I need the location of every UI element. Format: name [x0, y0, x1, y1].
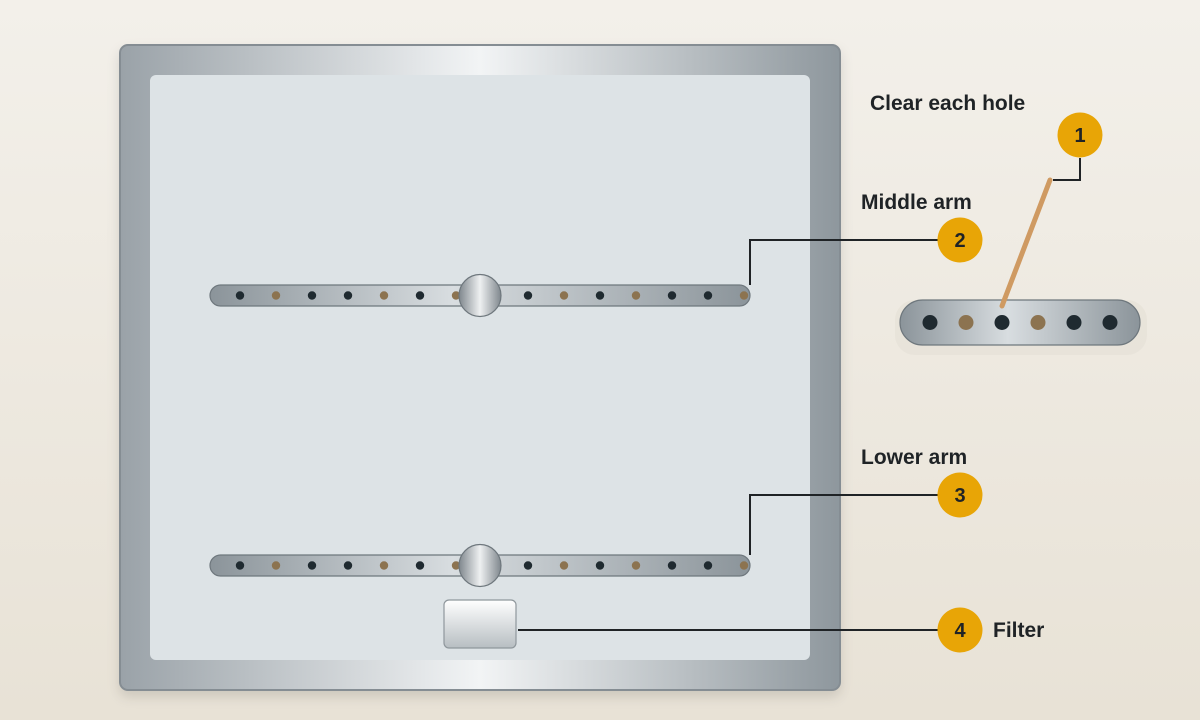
clogged-hole: [451, 561, 461, 570]
spray-hole: [523, 561, 533, 570]
spray-hole: [235, 561, 245, 570]
spray-hole: [523, 291, 533, 300]
spray-hole: [994, 315, 1010, 330]
spray-hole: [343, 291, 353, 300]
lower-spray-arm[interactable]: [209, 543, 751, 588]
spray-hole: [307, 561, 317, 570]
callout-badge-2: 2: [937, 217, 983, 263]
middle-arm-holes: [235, 291, 749, 300]
clogged-hole: [559, 291, 569, 300]
clogged-hole: [631, 561, 641, 570]
clogged-hole: [958, 315, 974, 330]
spray-hole: [1066, 315, 1082, 330]
clogged-hole: [271, 291, 281, 300]
spray-hole: [1102, 315, 1118, 330]
detail-arm-segment: [899, 299, 1141, 346]
spray-hole: [667, 561, 677, 570]
spray-hole: [415, 561, 425, 570]
leader-line-3: [749, 494, 938, 555]
callout-badge-3: 3: [937, 472, 983, 518]
detail-hole-tool: [895, 177, 1147, 355]
spray-hole: [703, 291, 713, 300]
callout-badge-1: 1: [1057, 112, 1103, 158]
leader-line-1: [1053, 158, 1081, 181]
spray-hole: [667, 291, 677, 300]
leader-line-2: [749, 239, 938, 285]
callout-label-2: Middle arm: [861, 191, 972, 214]
spray-hole: [415, 291, 425, 300]
spray-hole: [343, 561, 353, 570]
middle-arm-hub: [458, 273, 502, 318]
callout-label-1: Clear each hole: [870, 92, 1025, 115]
callout-label-3: Lower arm: [861, 446, 967, 469]
detail-arm-holes: [922, 315, 1118, 330]
clogged-hole: [271, 561, 281, 570]
clogged-hole: [451, 291, 461, 300]
clogged-hole: [1030, 315, 1046, 330]
clogged-hole: [631, 291, 641, 300]
svg-text:4: 4: [954, 620, 966, 642]
svg-text:2: 2: [954, 230, 965, 252]
clogged-hole: [379, 561, 389, 570]
cleaning-pick-icon: [999, 177, 1053, 309]
clogged-hole: [739, 561, 749, 570]
callout-badge-4: 4: [937, 607, 983, 653]
callout-label-4: Filter: [993, 619, 1044, 642]
clogged-hole: [559, 561, 569, 570]
middle-spray-arm[interactable]: [209, 273, 751, 318]
spray-hole: [235, 291, 245, 300]
spray-hole: [922, 315, 938, 330]
clogged-hole: [379, 291, 389, 300]
svg-text:3: 3: [954, 485, 965, 507]
clogged-hole: [739, 291, 749, 300]
lower-arm-hub: [458, 543, 502, 588]
dishwasher-interior: [150, 75, 810, 660]
spray-hole: [703, 561, 713, 570]
spray-hole: [307, 291, 317, 300]
spray-hole: [595, 291, 605, 300]
filter[interactable]: [443, 599, 517, 649]
spray-hole: [595, 561, 605, 570]
svg-text:1: 1: [1074, 125, 1085, 147]
